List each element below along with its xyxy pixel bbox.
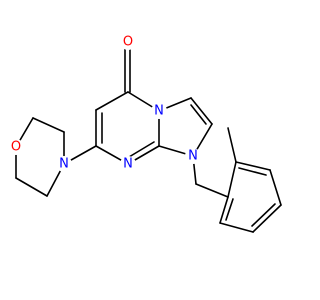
- atom-label-morpholine-oxygen: O: [11, 140, 21, 155]
- atom-pyrimidine-nitrogen: N: [120, 156, 136, 172]
- bond-ar2-ar3-double: [238, 167, 267, 176]
- bond-ch2-ring: [195, 183, 229, 198]
- atom-label-pyrimidine-nitrogen: N: [123, 157, 133, 172]
- bond-ar2-ar3: [235, 161, 271, 171]
- atom-label-morpholine-nitrogen: N: [59, 157, 69, 172]
- bond-ar4-ar5-double: [251, 203, 276, 227]
- bond-n8-c8a-double: [128, 141, 155, 158]
- bond-ar5-ar6: [219, 222, 254, 233]
- atom-label-imidazole-nitrogen: N: [188, 149, 198, 164]
- atom-morpholine-oxygen: O: [8, 139, 24, 155]
- bond-ar1-ar2: [227, 161, 237, 198]
- atom-labels-group: O N N N N O: [8, 34, 201, 172]
- bond-ar6-ar1-double: [225, 198, 234, 221]
- bond-morph-c1-c2: [32, 117, 65, 133]
- bond-methyl: [227, 127, 237, 163]
- bond-c3-c2-double: [190, 104, 207, 125]
- atom-bridgehead-nitrogen: N: [151, 103, 167, 119]
- bond-ar4-ar5: [252, 204, 282, 233]
- bond-ar6-ar1: [219, 196, 229, 224]
- atom-carbonyl-oxygen: O: [120, 34, 136, 50]
- bond-morph-c3-c4: [15, 177, 48, 197]
- molecule-canvas: O N N N N O: [8, 34, 282, 233]
- bond-c5-c6: [95, 91, 129, 111]
- atom-label-bridgehead-nitrogen: N: [154, 104, 164, 119]
- atom-morpholine-nitrogen: N: [56, 156, 72, 172]
- atom-label-carbonyl-oxygen: O: [123, 35, 133, 50]
- atom-imidazole-nitrogen: N: [185, 148, 201, 164]
- molecule-structure: O N N N N O: [8, 34, 282, 233]
- bonds-group: [15, 47, 282, 233]
- bond-c3-c2: [190, 97, 213, 125]
- bond-ar3-ar4: [269, 169, 282, 206]
